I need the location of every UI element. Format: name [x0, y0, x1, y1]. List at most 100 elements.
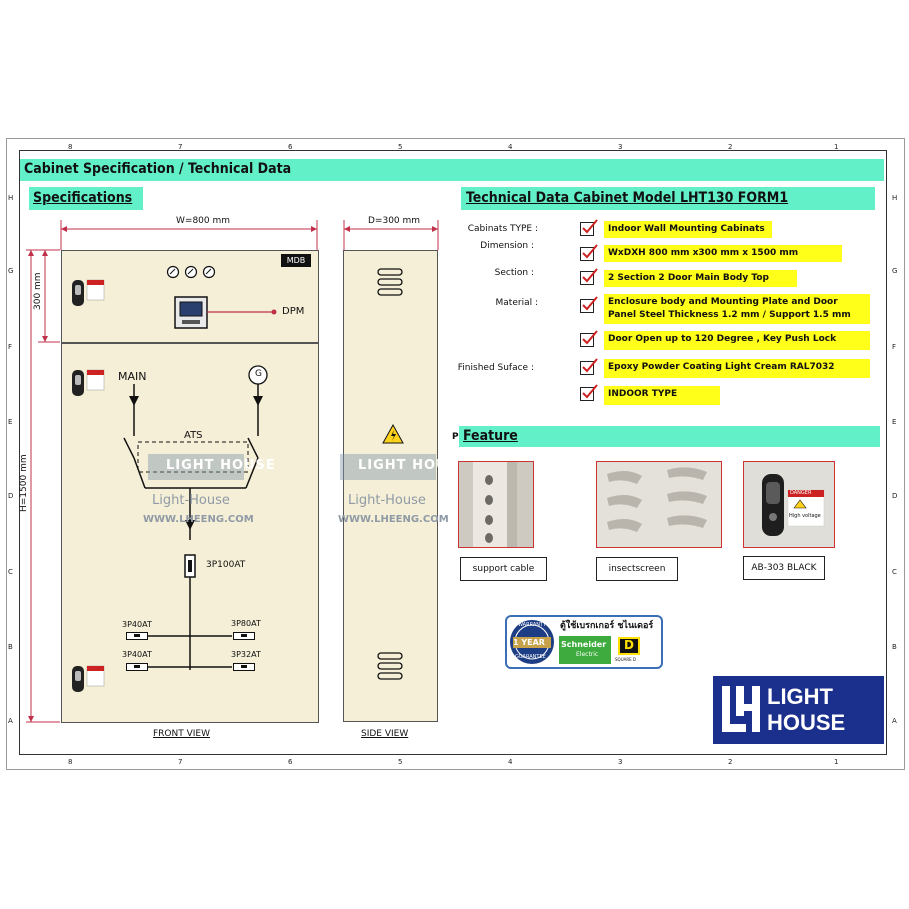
side-cabinet	[343, 250, 438, 722]
grid-row-g-right: G	[892, 267, 898, 275]
technical-data-heading: Technical Data Cabinet Model LHT130 FORM…	[466, 190, 789, 206]
breaker-label-3p80at: 3P80AT	[231, 619, 261, 628]
square-d-sub-text: SQUARE D	[615, 657, 637, 662]
main-breaker-label: 3P100AT	[206, 560, 246, 570]
watermark-url-front: WWW.LHEENG.COM	[143, 514, 254, 525]
grid-row-b: B	[8, 643, 13, 651]
spec-value-type: Indoor Wall Mounting Cabinats	[604, 221, 772, 238]
high-voltage-warning-icon	[382, 424, 404, 444]
warranty-top-text: WARRANTY	[518, 622, 547, 628]
schneider-logo	[559, 636, 611, 664]
door-lock-bottom	[72, 665, 105, 692]
watermark-logo-front	[148, 454, 244, 480]
door-lock-middle	[72, 369, 105, 396]
grid-row-h-right: H	[892, 194, 898, 202]
watermark-url-side: WWW.LHEENG.COM	[338, 514, 449, 525]
spec-label-finished: Finished Suface :	[457, 363, 534, 373]
spec-value-door: Door Open up to 120 Degree , Key Push Lo…	[604, 331, 870, 350]
width-dimension: W=800 mm	[176, 216, 231, 226]
generator-label: G	[255, 369, 262, 379]
dimension-lines	[26, 220, 439, 723]
breaker-3p40at-a	[126, 632, 148, 640]
grid-col-2: 2	[728, 143, 733, 151]
square-d-letter: D	[624, 638, 634, 652]
grid-col-7-bottom: 7	[178, 758, 183, 766]
feature-caption-insect-screen: insectscreen	[596, 557, 678, 581]
side-vent-bottom	[377, 652, 403, 680]
schneider-sub-text: Electric	[576, 651, 599, 658]
grid-row-a: A	[8, 717, 13, 725]
spec-label-dimension: Dimension :	[480, 241, 534, 251]
meter-lamps	[166, 265, 216, 279]
spec-value-indoor: INDOOR TYPE	[604, 386, 720, 405]
feature-image-support-cable	[458, 461, 534, 548]
grid-col-7: 7	[178, 143, 183, 151]
watermark-logo-text-front: LIGHT HOUSE	[166, 458, 276, 473]
check-icon-finish	[580, 358, 598, 375]
check-icon-section	[580, 268, 598, 285]
grid-col-6: 6	[288, 143, 293, 151]
grid-row-b-right: B	[892, 643, 897, 651]
grid-row-g: G	[8, 267, 14, 275]
spec-value-dimension: WxDXH 800 mm x300 mm x 1500 mm	[604, 245, 842, 262]
grid-row-a-right: A	[892, 717, 897, 725]
feature-image-lock	[743, 461, 835, 548]
grid-row-e: E	[8, 418, 13, 426]
grid-row-d: D	[8, 492, 14, 500]
grid-row-f-right: F	[892, 343, 897, 351]
feature-heading: Feature	[463, 428, 518, 444]
spec-label-material: Material :	[495, 298, 538, 308]
spec-label-section: Section :	[494, 268, 534, 278]
warranty-thai-text: ตู้ใช้เบรกเกอร์ ชไนเดอร์	[560, 621, 654, 631]
watermark-name-front: Light-House	[152, 493, 230, 508]
grid-col-6-bottom: 6	[288, 758, 293, 766]
grid-col-4-bottom: 4	[508, 758, 513, 766]
check-icon-type	[580, 219, 598, 236]
breaker-3p40at-b	[126, 663, 148, 671]
grid-col-2-bottom: 2	[728, 758, 733, 766]
logo-line-1: LIGHT	[767, 684, 833, 709]
check-icon-indoor	[580, 384, 598, 401]
page-title: Cabinet Specification / Technical Data	[24, 161, 292, 177]
grid-col-3: 3	[618, 143, 623, 151]
breaker-label-3p40at-b: 3P40AT	[122, 650, 152, 659]
spec-value-finish: Epoxy Powder Coating Light Cream RAL7032	[604, 359, 870, 378]
square-d-logo	[618, 637, 640, 655]
check-icon-door	[580, 330, 598, 347]
breaker-label-3p40at-a: 3P40AT	[122, 620, 152, 629]
breaker-3p80at	[233, 632, 255, 640]
check-icon-material	[580, 296, 598, 313]
schneider-text: Schneider	[561, 640, 607, 649]
spec-value-material: Enclosure body and Mounting Plate and Do…	[604, 294, 870, 324]
title-band	[20, 159, 884, 181]
light-house-logo-mark	[722, 686, 760, 732]
breaker-3p32at	[233, 663, 255, 671]
specifications-band	[29, 187, 143, 210]
watermark-logo-side	[340, 454, 436, 480]
ats-label: ATS	[184, 430, 203, 441]
breaker-label-3p32at: 3P32AT	[231, 650, 261, 659]
main-label: MAIN	[118, 370, 147, 383]
depth-dimension: D=300 mm	[368, 216, 421, 226]
grid-col-5: 5	[398, 143, 403, 151]
grid-col-8-bottom: 8	[68, 758, 73, 766]
height-dimension: H=1500 mm	[19, 454, 29, 512]
door-lock-top	[72, 279, 105, 306]
grid-row-e-right: E	[892, 418, 897, 426]
specifications-heading: Specifications	[33, 190, 133, 206]
warranty-bottom-text: GUARANTEE	[515, 654, 546, 660]
high-voltage-text: High voltage	[789, 513, 821, 519]
grid-col-5-bottom: 5	[398, 758, 403, 766]
grid-row-c: C	[8, 568, 13, 576]
grid-col-4: 4	[508, 143, 513, 151]
check-icon-dimension	[580, 244, 598, 261]
grid-col-1: 1	[834, 143, 839, 151]
front-view-label: FRONT VIEW	[153, 729, 211, 739]
feature-caption-support-cable: support cable	[460, 557, 547, 581]
feature-band	[459, 426, 880, 447]
drawing-frame	[19, 150, 887, 755]
watermark-name-side: Light-House	[348, 493, 426, 508]
grid-row-h: H	[8, 194, 14, 202]
warranty-mid-text: 1 YEAR	[513, 638, 545, 647]
grid-col-1-bottom: 1	[834, 758, 839, 766]
